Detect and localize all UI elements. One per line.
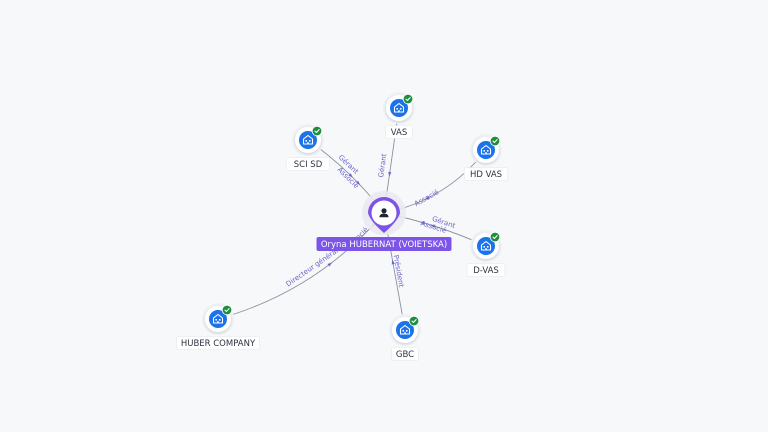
building-icon (212, 313, 224, 324)
verified-check-icon (489, 135, 501, 147)
company-name: GBC (396, 350, 414, 360)
company-label: SCI SD (285, 157, 331, 171)
edge-arrow-sci-sd (348, 173, 353, 178)
edge-huber-company (217, 212, 385, 320)
company-label: VAS (385, 125, 413, 139)
company-name: HUBER COMPANY (181, 339, 256, 349)
company-label: HUBER COMPANY (176, 336, 260, 350)
company-name: HD VAS (470, 170, 502, 180)
person-icon (379, 208, 389, 218)
building-icon (480, 240, 492, 251)
company-name: SCI SD (294, 160, 323, 170)
company-node-gbc[interactable]: GBC (389, 314, 421, 361)
edge-arrow-sci-sd (355, 180, 361, 186)
company-name: D-VAS (473, 266, 499, 276)
edge-arrow-hd-vas (424, 196, 430, 200)
company-node-huber-company[interactable]: HUBER COMPANY (176, 303, 260, 350)
edge-arrow-gbc (391, 259, 395, 265)
building-icon (399, 324, 411, 335)
nodes-layer: VAS SCI SD HD VAS D-VAS GBC HUBER COMPANY Oryn… (176, 92, 509, 361)
verified-check-icon (489, 231, 501, 243)
edge-label-huber-company: Directeur général (285, 247, 340, 289)
verified-check-icon (402, 93, 414, 105)
edge-arrow-d-vas (420, 221, 426, 225)
company-node-sci-sd[interactable]: SCI SD (285, 124, 331, 171)
verified-check-icon (311, 125, 323, 137)
verified-check-icon (408, 315, 420, 327)
company-label: GBC (391, 347, 419, 361)
company-node-hd-vas[interactable]: HD VAS (463, 134, 509, 181)
edge-label-gbc: Président (392, 254, 406, 288)
company-node-vas[interactable]: VAS (383, 92, 415, 139)
person-label: Oryna HUBERNAT (VOIETSKA) (316, 237, 452, 251)
company-node-d-vas[interactable]: D-VAS (466, 230, 506, 277)
edges-layer: GérantGérantAssociéAssociéGérantAssociéP… (217, 107, 487, 331)
verified-check-icon (221, 304, 233, 316)
building-icon (302, 134, 314, 145)
edge-label-vas: Gérant (377, 153, 388, 178)
company-label: D-VAS (466, 263, 506, 277)
edge-arrow-huber-company (327, 262, 333, 267)
person-name: Oryna HUBERNAT (VOIETSKA) (321, 240, 447, 250)
edge-arrow-d-vas (430, 224, 436, 228)
building-icon (393, 102, 405, 113)
person-node[interactable]: Oryna HUBERNAT (VOIETSKA) (316, 191, 452, 251)
company-name: VAS (391, 128, 407, 138)
company-label: HD VAS (463, 167, 509, 181)
building-icon (480, 144, 492, 155)
edge-arrow-vas (388, 171, 392, 177)
